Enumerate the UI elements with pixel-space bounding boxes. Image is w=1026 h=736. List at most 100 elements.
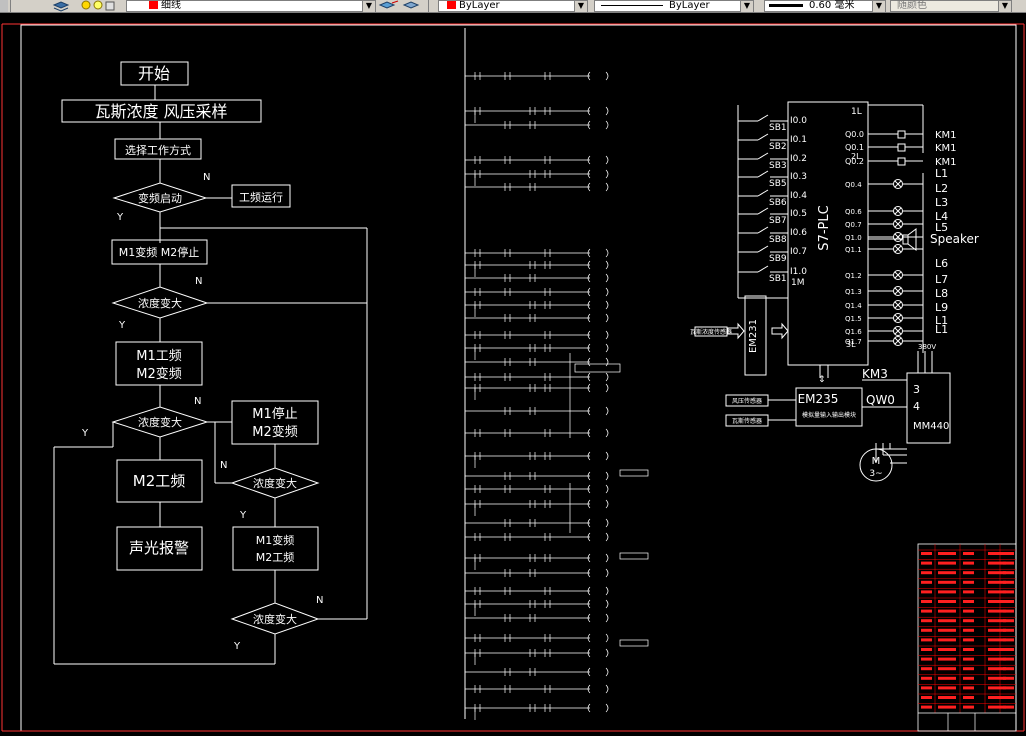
relay-coil-icon bbox=[897, 157, 906, 166]
layer-state-icon[interactable] bbox=[80, 0, 120, 12]
conc-label-2: 浓度变大 bbox=[138, 415, 182, 429]
m2pf-label: M2工频 bbox=[133, 472, 186, 490]
chevron-down-icon[interactable]: ▼ bbox=[872, 1, 885, 12]
drawing-svg: 开始 瓦斯浓度 风压采样 选择工作方式 变频启动 N 工频运行 Y M1变频 M… bbox=[1, 23, 1025, 732]
lamp-icon bbox=[893, 179, 903, 189]
supply-label: 380V bbox=[918, 343, 936, 351]
select-mode-label: 选择工作方式 bbox=[125, 143, 191, 157]
qw0-label: QW0 bbox=[866, 393, 895, 407]
make-layer-current-icon[interactable] bbox=[378, 0, 400, 12]
plc-model-label: S7-PLC bbox=[817, 205, 832, 250]
lamp-icon bbox=[893, 219, 903, 229]
chevron-down-icon[interactable]: ▼ bbox=[998, 1, 1011, 12]
m1vf-m2stop-label: M1变频 M2停止 bbox=[119, 245, 199, 259]
mm440-pin-3: 3 bbox=[913, 383, 920, 396]
switch-label-5: SB7 bbox=[769, 216, 787, 226]
layer-combo[interactable]: 细线 ▼ bbox=[126, 0, 376, 12]
lamp-output-6: Q1.3 bbox=[845, 288, 862, 296]
lamp-label-2: L3 bbox=[935, 196, 948, 209]
alarm-label: 声光报警 bbox=[129, 539, 189, 557]
relay-output-0: Q0.0 bbox=[845, 130, 864, 139]
vfd-start-label: 变频启动 bbox=[138, 191, 182, 205]
km3-label: KM3 bbox=[862, 367, 888, 381]
m2pf-label-2: M2工频 bbox=[256, 550, 295, 564]
drawing-canvas[interactable]: 开始 瓦斯浓度 风压采样 选择工作方式 变频启动 N 工频运行 Y M1变频 M… bbox=[0, 13, 1026, 732]
color-combo-value: ByLayer bbox=[459, 0, 500, 11]
lamp-output-4: Q1.1 bbox=[845, 246, 862, 254]
lineweight-unit: 毫米 bbox=[834, 0, 855, 11]
lamp-icon bbox=[893, 300, 903, 310]
m1stop-label: M1停止 bbox=[252, 406, 298, 422]
speaker-icon bbox=[902, 234, 909, 245]
lamp-icon bbox=[893, 313, 903, 323]
plc-input-3: I0.3 bbox=[790, 172, 807, 182]
plc-input-6: I0.6 bbox=[790, 228, 807, 238]
lineweight-value: 0.60 bbox=[809, 0, 832, 11]
sensor3-label: 瓦斯传感器 bbox=[732, 417, 762, 425]
conc-diamond-3 bbox=[230, 467, 320, 499]
lamp-output-0: Q0.4 bbox=[845, 181, 862, 189]
lamp-label-0: L1 bbox=[935, 167, 948, 180]
power-freq-box bbox=[231, 184, 291, 208]
lamp-label-4: L5 bbox=[935, 221, 948, 234]
lamp-output-9: Q1.6 bbox=[845, 328, 862, 336]
color-combo[interactable]: ByLayer ▼ bbox=[438, 0, 588, 12]
lineweight-combo[interactable]: 0.60 毫米 ▼ bbox=[764, 0, 886, 12]
chevron-down-icon[interactable]: ▼ bbox=[740, 1, 753, 12]
em235-label: EM235 bbox=[798, 392, 839, 406]
mm440-pin-4: 4 bbox=[913, 400, 920, 413]
layer-manager-icon[interactable] bbox=[52, 0, 70, 12]
lamp-icon bbox=[893, 270, 903, 280]
lamp-label-10: L1 bbox=[935, 314, 948, 327]
plc-2l-label: 2L bbox=[851, 152, 861, 161]
plc-lamp-outputs: Q0.4Q0.6Q0.7Q1.0Q1.1Q1.2Q1.3Q1.4Q1.5Q1.6… bbox=[845, 167, 979, 353]
mm440-drive bbox=[906, 372, 951, 444]
switch-label-6: SB8 bbox=[769, 235, 787, 245]
select-mode-box bbox=[114, 138, 202, 160]
lamp-output-10: Q1.7 bbox=[845, 338, 862, 346]
plc-input-5: I0.5 bbox=[790, 209, 807, 219]
chevron-down-icon[interactable]: ▼ bbox=[574, 1, 587, 12]
lamp-icon bbox=[893, 336, 903, 346]
switch-label-7: SB9 bbox=[769, 254, 787, 264]
em235-sub-label: 模拟量输入输出模块 bbox=[802, 411, 856, 419]
start-label: 开始 bbox=[138, 64, 170, 83]
lamp-output-2: Q0.7 bbox=[845, 221, 862, 229]
relay-label-0: KM1 bbox=[935, 130, 957, 141]
lamp-icon bbox=[893, 206, 903, 216]
switch-label-0: SB1 bbox=[769, 123, 787, 133]
lamp-output-1: Q0.6 bbox=[845, 208, 862, 216]
plotstyle-combo[interactable]: 随颜色 ▼ bbox=[890, 0, 1012, 12]
no-label: N bbox=[203, 172, 210, 183]
m2vf-label-2: M2变频 bbox=[252, 424, 298, 440]
relay-output-1: Q0.1 bbox=[845, 143, 864, 152]
lamp-label-7: L7 bbox=[935, 273, 948, 286]
em231-label: EM231 bbox=[748, 319, 759, 353]
plc-wiring: S7-PLC 1L 2L 3L 1M I0.0SB1I0.1SB2I0.2SB3… bbox=[690, 101, 979, 482]
plc-input-8: I1.0 bbox=[790, 267, 807, 277]
plc-input-2: I0.2 bbox=[790, 154, 807, 164]
lineweight-preview bbox=[769, 3, 803, 7]
no-label: N bbox=[194, 396, 201, 407]
lamp-icon bbox=[893, 286, 903, 296]
lamp-label-11: L1 bbox=[935, 323, 948, 336]
cad-toolbar: 细线 ▼ ByLayer ▼ ByLayer ▼ 0.60 毫米 ▼ 随颜色 ▼ bbox=[0, 0, 1026, 13]
linetype-combo[interactable]: ByLayer ▼ bbox=[594, 0, 754, 12]
conc-label-3: 浓度变大 bbox=[253, 476, 297, 490]
linetype-combo-value: ByLayer bbox=[669, 0, 710, 11]
no-label: N bbox=[220, 460, 227, 471]
chevron-down-icon[interactable]: ▼ bbox=[362, 1, 375, 12]
plc-input-7: I0.7 bbox=[790, 247, 807, 257]
speaker-label: Speaker bbox=[930, 232, 979, 246]
relay-output-2: Q0.2 bbox=[845, 157, 864, 166]
relay-label-1: KM1 bbox=[935, 143, 957, 154]
layer-name: 细线 bbox=[161, 0, 181, 11]
flowchart: 开始 瓦斯浓度 风压采样 选择工作方式 变频启动 N 工频运行 Y M1变频 M… bbox=[53, 61, 368, 665]
m1pf-m2vf-box bbox=[115, 341, 203, 386]
layer-previous-icon[interactable] bbox=[402, 0, 422, 12]
plc-inputs: I0.0SB1I0.1SB2I0.2SB3I0.3SB5I0.4SB6I0.5S… bbox=[738, 114, 807, 284]
lamp-output-8: Q1.5 bbox=[845, 315, 862, 323]
lamp-label-3: L4 bbox=[935, 210, 948, 223]
plc-link-icon: ⇕ bbox=[818, 375, 826, 385]
